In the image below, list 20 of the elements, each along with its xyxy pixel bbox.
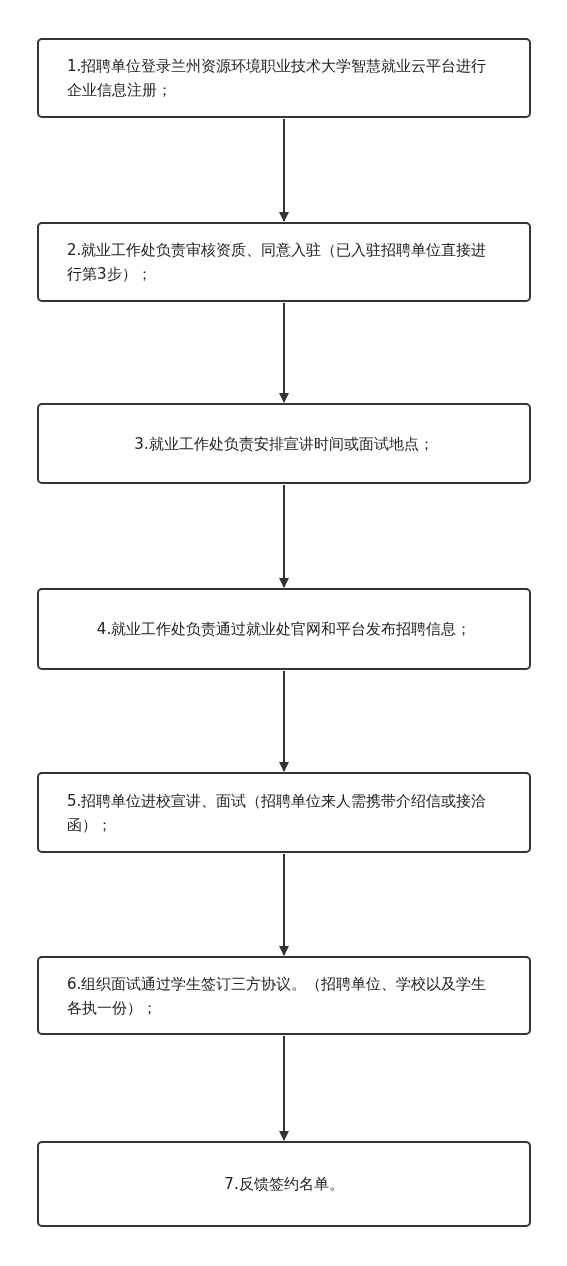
step-text: 3.就业工作处负责安排宣讲时间或面试地点； <box>134 433 434 455</box>
arrow <box>279 853 289 956</box>
step-text: 6.组织面试通过学生签订三方协议。（招聘单位、学校以及学生各执一份）； <box>67 973 488 1019</box>
step-text: 2.就业工作处负责审核资质、同意入驻（已入驻招聘单位直接进行第3步）； <box>67 240 488 285</box>
arrow <box>279 302 289 403</box>
process-box <box>37 588 531 670</box>
step-text: 4.就业工作处负责通过就业处官网和平台发布招聘信息； <box>96 619 472 640</box>
arrow <box>279 1035 289 1141</box>
process-box <box>37 38 531 118</box>
step-text: 7.反馈签约名单。 <box>224 1174 344 1195</box>
process-box <box>37 956 531 1035</box>
arrow <box>279 118 289 222</box>
process-box <box>37 772 531 853</box>
step-text: 1.招聘单位登录兰州资源环境职业技术大学智慧就业云平台进行企业信息注册； <box>67 56 488 101</box>
arrow <box>279 484 289 588</box>
process-box <box>37 1141 531 1227</box>
process-box <box>37 403 531 484</box>
step-text: 5.招聘单位进校宣讲、面试（招聘单位来人需携带介绍信或接洽函）； <box>67 790 488 836</box>
arrow <box>279 670 289 772</box>
process-box <box>37 222 531 302</box>
